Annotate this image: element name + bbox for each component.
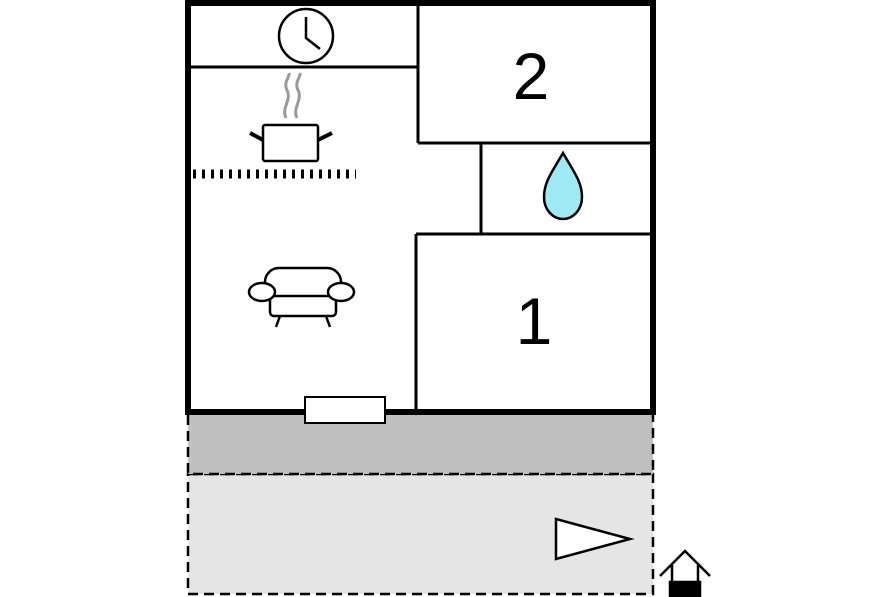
sofa-icon (247, 266, 356, 328)
cooking-pot-icon (249, 72, 333, 163)
water-drop-icon (542, 150, 584, 221)
entrance-door (304, 396, 386, 424)
room-number-1: 1 (516, 284, 553, 358)
direction-arrow-icon (554, 517, 635, 561)
house-outline (185, 0, 656, 415)
clock-icon (277, 7, 335, 65)
terrace-area (186, 411, 655, 476)
room-number-2: 2 (513, 39, 550, 113)
well-icon (659, 549, 711, 597)
interior-walls (188, 3, 653, 412)
